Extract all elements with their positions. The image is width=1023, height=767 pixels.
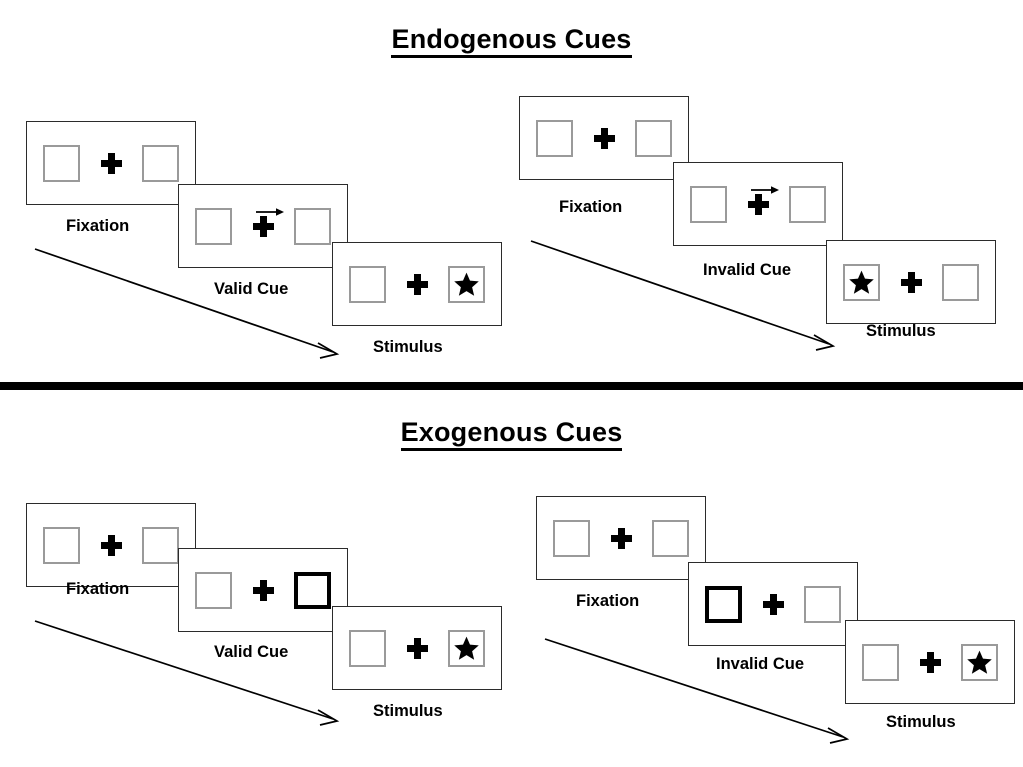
panel-endogenous-valid-stimulus <box>332 242 502 326</box>
placeholder-box-left <box>862 643 899 681</box>
panel-content <box>349 629 485 667</box>
fixation-cross-icon <box>100 534 122 556</box>
fixation-cross-icon <box>900 271 922 293</box>
placeholder-box-left <box>843 263 880 301</box>
placeholder-box-right <box>448 629 485 667</box>
panel-content <box>195 571 331 609</box>
center-slot <box>756 586 790 623</box>
caption-endogenous-invalid-stimulus: Stimulus <box>866 322 936 340</box>
center-slot <box>246 572 280 609</box>
placeholder-box-left <box>349 265 386 303</box>
placeholder-box-left <box>43 526 80 564</box>
placeholder-box-right-cued <box>294 571 331 609</box>
fixation-cross-icon <box>747 193 769 215</box>
panel-endogenous-valid-fixation <box>26 121 196 205</box>
placeholder-box-left-cued <box>705 585 742 623</box>
panel-content <box>43 144 179 182</box>
placeholder-box-right <box>652 519 689 557</box>
section-divider <box>0 382 1023 390</box>
panel-exogenous-invalid-cue <box>688 562 858 646</box>
caption-exogenous-valid-fixation: Fixation <box>66 580 130 598</box>
caption-endogenous-invalid-cue: Invalid Cue <box>703 261 792 279</box>
placeholder-box-left <box>195 571 232 609</box>
placeholder-box-right <box>142 526 179 564</box>
panel-exogenous-valid-fixation <box>26 503 196 587</box>
center-slot <box>894 264 928 301</box>
panel-content <box>349 265 485 303</box>
placeholder-box-right <box>635 119 672 157</box>
section-title-endogenous-text: Endogenous Cues <box>391 24 632 58</box>
caption-exogenous-invalid-stimulus: Stimulus <box>886 713 956 731</box>
panel-exogenous-valid-cue <box>178 548 348 632</box>
star-icon <box>966 649 993 676</box>
caption-endogenous-valid-stimulus: Stimulus <box>373 338 443 356</box>
right-arrow-icon <box>255 205 285 217</box>
center-slot <box>400 630 434 667</box>
center-slot <box>587 120 621 157</box>
placeholder-box-right <box>789 185 826 223</box>
placeholder-box-right <box>448 265 485 303</box>
panel-exogenous-invalid-fixation <box>536 496 706 580</box>
panel-content <box>195 207 331 245</box>
panel-endogenous-invalid-stimulus <box>826 240 996 324</box>
timeline-arrow-endogenous-invalid <box>529 238 841 356</box>
caption-endogenous-valid-fixation: Fixation <box>66 217 130 235</box>
timeline-arrow-endogenous-valid <box>33 246 345 364</box>
center-slot <box>741 185 779 223</box>
center-slot <box>246 207 284 245</box>
fixation-cross-icon <box>593 127 615 149</box>
placeholder-box-left <box>690 185 727 223</box>
caption-exogenous-invalid-cue: Invalid Cue <box>716 655 805 673</box>
placeholder-box-right <box>804 585 841 623</box>
placeholder-box-left <box>195 207 232 245</box>
section-title-exogenous: Exogenous Cues <box>0 417 1023 451</box>
fixation-cross-icon <box>252 215 274 237</box>
section-title-exogenous-text: Exogenous Cues <box>400 417 623 451</box>
panel-content <box>705 585 841 623</box>
panel-endogenous-invalid-cue <box>673 162 843 246</box>
fixation-cross-icon <box>252 579 274 601</box>
star-icon <box>848 269 875 296</box>
placeholder-box-left <box>43 144 80 182</box>
panel-content <box>690 185 826 223</box>
center-slot <box>604 520 638 557</box>
placeholder-box-left <box>553 519 590 557</box>
panel-exogenous-valid-stimulus <box>332 606 502 690</box>
panel-content <box>43 526 179 564</box>
center-slot <box>94 145 128 182</box>
fixation-cross-icon <box>100 152 122 174</box>
timeline-arrow-exogenous-valid <box>33 618 345 730</box>
panel-endogenous-valid-cue <box>178 184 348 268</box>
section-title-endogenous: Endogenous Cues <box>0 24 1023 58</box>
star-icon <box>453 271 480 298</box>
panel-exogenous-invalid-stimulus <box>845 620 1015 704</box>
timeline-arrow-exogenous-invalid <box>543 636 855 748</box>
panel-content <box>553 519 689 557</box>
fixation-cross-icon <box>919 651 941 673</box>
fixation-cross-icon <box>610 527 632 549</box>
caption-exogenous-invalid-fixation: Fixation <box>576 592 640 610</box>
panel-content <box>843 263 979 301</box>
placeholder-box-right <box>961 643 998 681</box>
fixation-cross-icon <box>406 273 428 295</box>
caption-endogenous-valid-cue: Valid Cue <box>214 280 289 298</box>
fixation-cross-icon <box>406 637 428 659</box>
panel-content <box>862 643 998 681</box>
center-slot <box>94 527 128 564</box>
placeholder-box-right <box>294 207 331 245</box>
placeholder-box-left <box>349 629 386 667</box>
caption-exogenous-valid-cue: Valid Cue <box>214 643 289 661</box>
center-slot <box>913 644 947 681</box>
placeholder-box-left <box>536 119 573 157</box>
panel-content <box>536 119 672 157</box>
placeholder-box-right <box>142 144 179 182</box>
caption-exogenous-valid-stimulus: Stimulus <box>373 702 443 720</box>
panel-endogenous-invalid-fixation <box>519 96 689 180</box>
star-icon <box>453 635 480 662</box>
right-arrow-icon <box>750 183 780 195</box>
center-slot <box>400 266 434 303</box>
caption-endogenous-invalid-fixation: Fixation <box>559 198 623 216</box>
placeholder-box-right <box>942 263 979 301</box>
fixation-cross-icon <box>762 593 784 615</box>
